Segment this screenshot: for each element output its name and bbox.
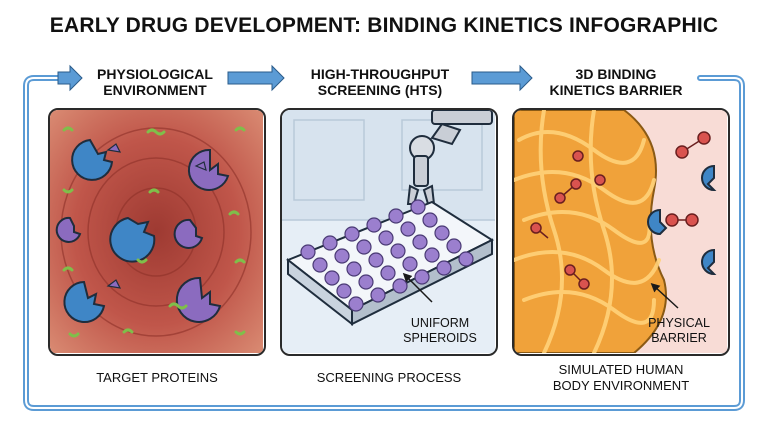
- spheroid-grid: [300, 199, 474, 312]
- flow-arrow-2: [227, 64, 285, 92]
- spheroid: [368, 252, 384, 268]
- spheroid: [380, 265, 396, 281]
- spheroid: [300, 244, 316, 260]
- protein-icon: [55, 138, 230, 323]
- squiggle-icon: [62, 126, 246, 338]
- spheroid: [424, 247, 440, 263]
- stage-2-caption: SCREENING PROCESS: [316, 370, 462, 385]
- stage-2-heading: HIGH-THROUGHPUT SCREENING (HTS): [310, 66, 450, 98]
- ligand-icon: [106, 143, 207, 289]
- spheroid: [414, 269, 430, 285]
- stage-3-caption: SIMULATED HUMAN BODY ENVIRONMENT: [552, 362, 690, 393]
- panel-hts: [280, 108, 498, 356]
- spheroid: [344, 226, 360, 242]
- uniform-spheroids-callout: UNIFORM SPHEROIDS: [403, 316, 477, 345]
- spheroid: [346, 261, 362, 277]
- drug-molecule-icon: [530, 131, 711, 290]
- spheroid: [434, 225, 450, 241]
- spheroid: [324, 270, 340, 286]
- spheroid: [412, 234, 428, 250]
- page-title: EARLY DRUG DEVELOPMENT: BINDING KINETICS…: [49, 14, 719, 37]
- spheroid: [348, 296, 364, 312]
- receptor-icon: [647, 164, 717, 276]
- spheroid: [422, 212, 438, 228]
- spheroid: [388, 208, 404, 224]
- spheroid: [336, 283, 352, 299]
- spheroid: [446, 238, 462, 254]
- robot-arm-icon: [406, 110, 493, 205]
- panel-binding-barrier: [512, 108, 730, 356]
- spheroid: [402, 256, 418, 272]
- spheroid: [390, 243, 406, 259]
- spheroid: [400, 221, 416, 237]
- spheroid: [378, 230, 394, 246]
- spheroid: [370, 287, 386, 303]
- spheroid: [312, 257, 328, 273]
- spheroid: [366, 217, 382, 233]
- spheroid: [356, 239, 372, 255]
- stage-1-caption: TARGET PROTEINS: [96, 370, 218, 385]
- physical-barrier-callout: PHYSICAL BARRIER: [648, 316, 710, 345]
- spheroid: [322, 235, 338, 251]
- flow-arrow-1: [57, 64, 83, 92]
- spheroid: [436, 260, 452, 276]
- stage-1-heading: PHYSIOLOGICAL ENVIRONMENT: [97, 66, 213, 98]
- spheroid: [358, 274, 374, 290]
- matrix-fibers: [514, 110, 661, 353]
- spheroid: [410, 199, 426, 215]
- flow-arrow-3: [471, 64, 533, 92]
- spheroid: [458, 251, 474, 267]
- spheroid: [392, 278, 408, 294]
- panel-physiological: [48, 108, 266, 356]
- stage-3-heading: 3D BINDING KINETICS BARRIER: [549, 66, 683, 98]
- spheroid: [334, 248, 350, 264]
